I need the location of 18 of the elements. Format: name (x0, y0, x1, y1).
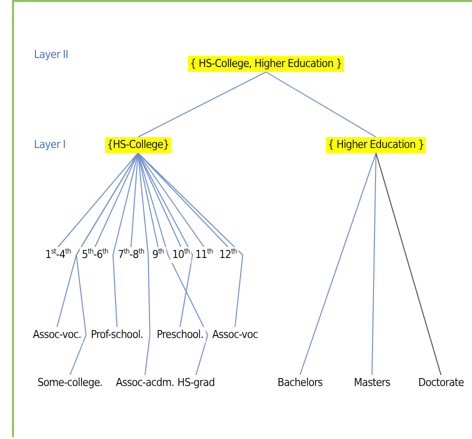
node-label: Assoc-voc. (30, 327, 84, 343)
highlighted-node-label: {HS-College} (104, 137, 172, 153)
connector-line (372, 152, 376, 376)
connector-line (112, 152, 138, 328)
connector-line (138, 152, 244, 328)
connector-line (300, 152, 376, 376)
node-label: HS-grad (175, 375, 217, 391)
highlighted-node-label: { HS-College, Higher Education } (188, 56, 344, 72)
layer-label: Layer I (34, 138, 66, 151)
highlighted-node-label: { Higher Education } (326, 137, 426, 153)
layer-label: Layer II (34, 48, 68, 61)
node-label: 10$^{th}$ (170, 247, 192, 263)
connector-line (58, 152, 138, 248)
connector-line (376, 152, 442, 376)
connector-line (138, 72, 266, 138)
node-label: Some-college. (35, 375, 105, 391)
connector-line (266, 72, 376, 138)
node-label: Preschool. (154, 327, 206, 343)
